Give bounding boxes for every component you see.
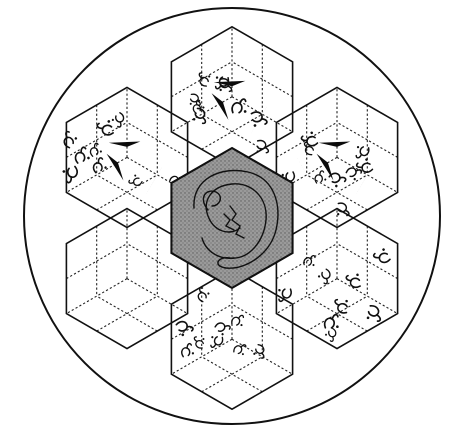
hexagon-rosette-illustration <box>0 0 457 434</box>
